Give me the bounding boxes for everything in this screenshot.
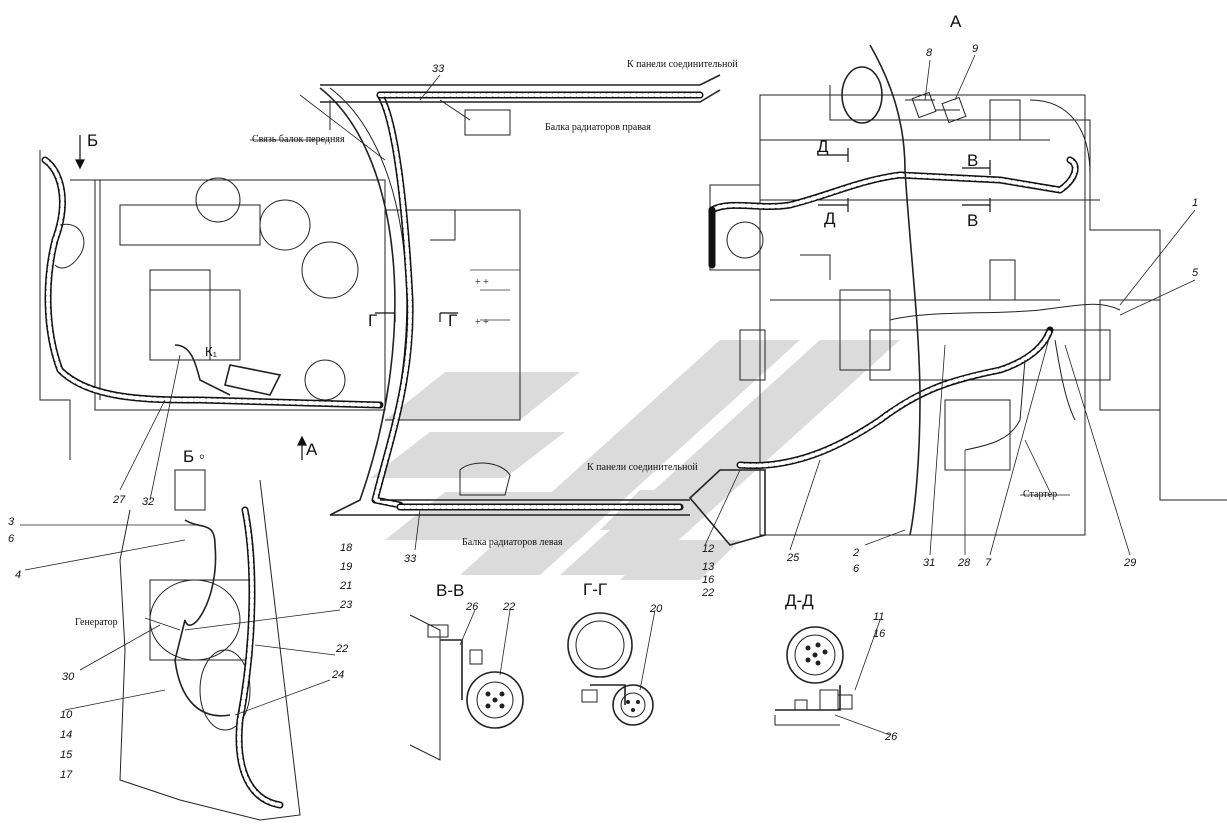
plus-mark: + + [475,317,489,328]
front-beam-link-label: Связь балок передняя [252,134,345,145]
callout-19: 19 [340,561,352,573]
section-vv-caption: В-В [436,581,464,600]
callout-11: 11 [873,611,884,623]
to-panel-top-label: К панели соединительной [627,59,738,70]
section-dd-caption: Д-Д [785,591,814,610]
callout-27: 27 [112,494,126,506]
radiator-beam-right-label: Балка радиаторов правая [545,122,651,133]
right-engine-view [708,44,1227,536]
watermark-logo [370,340,900,580]
starter-label: Стартер [1023,489,1057,500]
callout-16a: 16 [702,574,715,586]
callout-8: 8 [926,47,933,59]
callout-30: 30 [62,671,75,683]
callout-25: 25 [786,552,800,564]
callout-13: 13 [702,561,715,573]
callout-28: 28 [957,557,971,569]
callout-5: 5 [1192,267,1199,279]
cut-v-top-label: В [967,151,978,170]
callout-26a: 26 [465,601,479,613]
cut-v-bottom-label: В [967,211,978,230]
to-panel-bottom-label: К панели соединительной [587,462,698,473]
callout-22a: 22 [335,643,348,655]
callout-22b: 22 [701,587,714,599]
callout-32: 32 [142,496,154,508]
callout-12: 12 [702,543,714,555]
callout-21: 21 [339,580,352,592]
callout-16b: 16 [873,628,886,640]
callout-2: 2 [852,547,859,559]
left-engine-view: + + + + [39,84,521,516]
callout-4: 4 [15,569,21,581]
right-radiator-beam [320,74,721,136]
callout-7: 7 [985,557,992,569]
callout-24: 24 [331,669,344,681]
callout-17: 17 [60,769,73,781]
callout-22c: 22 [502,601,515,613]
callout-14: 14 [60,729,72,741]
generator-label: Генератор [75,617,118,628]
section-vv [409,614,524,761]
cut-g-left-label: Г [368,311,377,330]
callout-3: 3 [8,516,15,528]
plus-mark: + + [475,277,489,288]
callout-18: 18 [340,542,353,554]
section-gg-caption: Г-Г [583,580,607,599]
cut-d-top-label: Д [817,137,829,156]
cut-g-right-label: Г [448,311,457,330]
k1-label: К₁ [205,344,218,359]
callout-26b: 26 [884,731,898,743]
callout-6b: 6 [853,563,860,575]
callout-20: 20 [649,603,663,615]
callout-31: 31 [923,557,935,569]
callout-1: 1 [1192,197,1198,209]
callout-15: 15 [60,749,73,761]
callout-6a: 6 [8,533,15,545]
view-b-detail [119,469,301,821]
view-b-arrow-label: Б [87,131,98,150]
view-a-arrow-label: А [306,440,318,459]
callout-33-bottom: 33 [404,553,417,565]
section-dd [774,626,853,726]
view-b-detail-title: Б ◦ [183,447,205,466]
callout-29: 29 [1123,557,1136,569]
section-gg [567,612,654,726]
radiator-beam-left-label: Балка радиаторов левая [462,537,563,548]
callout-10: 10 [60,709,73,721]
cut-d-bottom-label: Д [824,209,836,228]
left-radiator-beam [330,462,766,546]
callout-9: 9 [972,43,978,55]
cut-markers [75,135,991,460]
view-a-label: А [950,12,962,31]
callout-33-top: 33 [432,63,445,75]
callout-23: 23 [339,599,353,611]
leader-lines [20,54,1196,736]
